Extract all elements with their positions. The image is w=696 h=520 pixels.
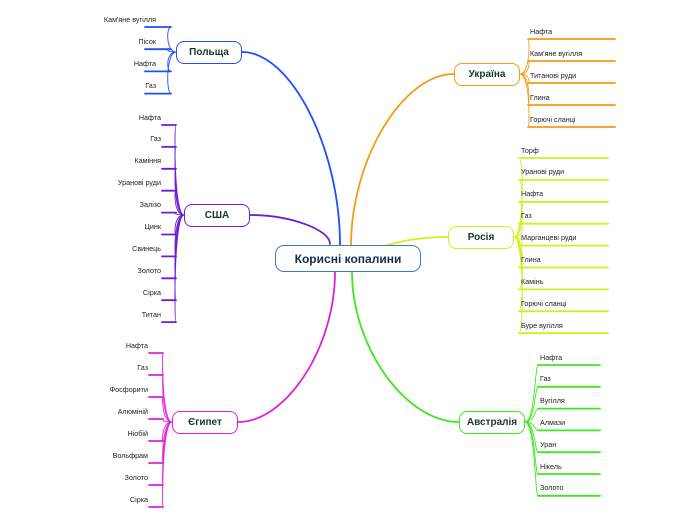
leaf-connector: [524, 386, 539, 423]
leaf-item[interactable]: Титан: [141, 309, 161, 319]
leaf-item[interactable]: Пісок: [138, 36, 156, 46]
branch-node-ukraine[interactable]: Україна: [454, 62, 520, 86]
branch-connector: [241, 51, 341, 246]
leaf-item[interactable]: Кам'яне вугілля: [103, 14, 156, 24]
leaf-item[interactable]: Свинець: [132, 243, 161, 253]
leaf-item[interactable]: Алюміній: [117, 406, 148, 416]
leaf-item[interactable]: Нафта: [540, 352, 563, 362]
leaf-connector: [162, 421, 173, 508]
leaf-item[interactable]: Сірка: [129, 494, 148, 504]
leaf-item[interactable]: Нафта: [138, 112, 161, 122]
leaf-item[interactable]: Уранові руди: [521, 167, 565, 177]
leaf-connector: [513, 201, 523, 238]
leaf-connector: [524, 364, 539, 423]
leaf-item[interactable]: Цинк: [144, 222, 161, 231]
leaf-connector: [167, 26, 177, 53]
leaf-item[interactable]: Золото: [124, 472, 148, 482]
leaf-item[interactable]: Уранові руди: [117, 178, 161, 188]
branch-connector: [237, 271, 336, 423]
leaf-item[interactable]: Вугілля: [540, 396, 565, 406]
branch-connector: [249, 214, 331, 245]
leaf-connector: [519, 38, 530, 75]
leaf-item[interactable]: Глина: [530, 92, 550, 102]
branch-label: Єгипет: [188, 416, 222, 428]
leaf-item[interactable]: Алмази: [540, 417, 566, 427]
central-topic[interactable]: Корисні копалини: [275, 245, 421, 272]
leaf-item[interactable]: Нафта: [133, 58, 156, 68]
leaf-item[interactable]: Фосфорити: [109, 384, 148, 394]
leaf-item[interactable]: Нікель: [540, 461, 562, 471]
leaf-item[interactable]: Золото: [540, 483, 564, 493]
leaf-item[interactable]: Ніобій: [127, 428, 148, 438]
leaf-item[interactable]: Уран: [540, 439, 557, 449]
leaf-item[interactable]: Залізо: [139, 200, 161, 210]
leaf-item[interactable]: Камінь: [521, 276, 544, 286]
leaf-item[interactable]: Буре вугілля: [521, 320, 563, 330]
leaf-connector: [174, 214, 185, 323]
leaf-item[interactable]: Нафта: [521, 189, 544, 199]
leaf-connector: [162, 374, 173, 423]
leaf-item[interactable]: Газ: [145, 81, 156, 91]
leaf-item[interactable]: Вольфрам: [112, 450, 148, 460]
leaf-item[interactable]: Глина: [521, 255, 541, 264]
leaf-item[interactable]: Газ: [137, 362, 148, 372]
branch-node-usa[interactable]: США: [184, 203, 250, 227]
leaf-item[interactable]: Марганцеві руди: [521, 233, 577, 243]
branch-node-egypt[interactable]: Єгипет: [172, 410, 238, 434]
leaf-connector: [167, 51, 177, 95]
branch-node-australia[interactable]: Австралія: [459, 410, 525, 434]
branch-node-russia[interactable]: Росія: [448, 225, 514, 249]
branch-connector: [350, 73, 455, 247]
branch-connector: [351, 271, 460, 423]
branch-label: Польща: [189, 46, 229, 58]
leaf-item[interactable]: Газ: [150, 134, 161, 144]
leaf-item[interactable]: Золото: [137, 265, 161, 275]
leaf-item[interactable]: Титанові руди: [530, 70, 577, 80]
leaf-item[interactable]: Торф: [521, 145, 539, 155]
leaf-connector: [162, 352, 173, 423]
branch-label: Україна: [468, 68, 506, 80]
leaf-connector: [174, 146, 185, 216]
leaf-item[interactable]: Сірка: [142, 287, 161, 297]
branch-label: США: [204, 209, 230, 221]
leaf-connector: [519, 73, 530, 128]
leaf-item[interactable]: Горючі сланці: [521, 298, 567, 308]
branch-node-poland[interactable]: Польща: [176, 40, 242, 64]
branch-label: Росія: [467, 231, 495, 243]
leaf-item[interactable]: Кам'яне вугілля: [530, 48, 583, 58]
leaf-item[interactable]: Газ: [521, 211, 532, 221]
branch-label: Австралія: [466, 416, 518, 428]
leaf-item[interactable]: Нафта: [125, 340, 148, 350]
leaf-item[interactable]: Газ: [540, 374, 551, 384]
leaf-item[interactable]: Каміння: [134, 156, 161, 166]
leaf-item[interactable]: Горючі сланці: [530, 114, 576, 124]
leaf-connector: [513, 236, 523, 334]
leaf-connector: [524, 421, 539, 497]
leaf-item[interactable]: Нафта: [530, 26, 553, 36]
